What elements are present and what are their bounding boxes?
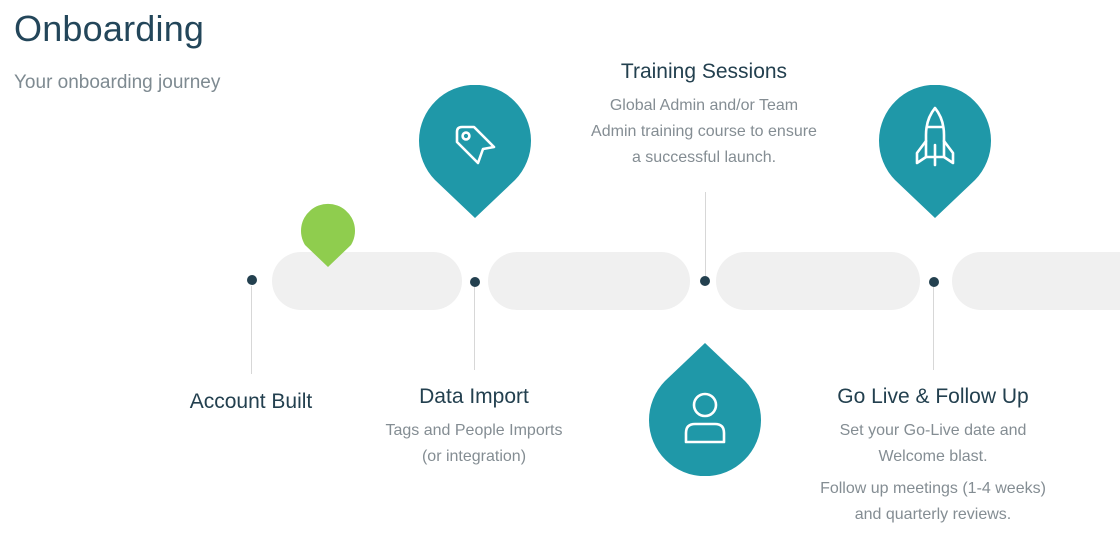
timeline-segment: [272, 252, 462, 310]
desc-line: (or integration): [421, 448, 527, 465]
desc-line: Admin training course to ensure: [591, 123, 817, 140]
desc-line: Follow up meetings (1-4 weeks): [820, 480, 1046, 497]
step-title-go-live: Go Live & Follow Up: [837, 385, 1029, 408]
page-subtitle: Your onboarding journey: [14, 72, 221, 93]
timeline-segment: [952, 252, 1120, 310]
milestone-dot: [700, 276, 710, 286]
step-title-training-sessions: Training Sessions: [620, 60, 788, 83]
go-live-pin: [879, 85, 991, 219]
timeline-segment: [488, 252, 690, 310]
step-title-account-built: Account Built: [189, 390, 313, 413]
milestone-dot: [247, 275, 257, 285]
connector-line: [474, 286, 475, 370]
desc-line: and quarterly reviews.: [854, 506, 1012, 523]
training-sessions-pin: [649, 342, 761, 476]
step-desc-training-sessions: Global Admin and/or Team Admin training …: [554, 93, 854, 171]
desc-line: Tags and People Imports: [385, 422, 563, 439]
user-icon: [684, 392, 726, 444]
step-desc-data-import: Tags and People Imports (or integration): [344, 418, 604, 470]
timeline-segment: [716, 252, 920, 310]
connector-line: [933, 286, 934, 370]
rocket-icon: [915, 106, 955, 167]
tag-icon: [455, 125, 496, 165]
step-title-data-import: Data Import: [419, 385, 529, 408]
step-desc-go-live: Set your Go-Live date and Welcome blast.…: [793, 418, 1073, 528]
desc-line: Set your Go-Live date and: [839, 422, 1027, 439]
connector-line: [705, 192, 706, 276]
page-title: Onboarding: [14, 8, 205, 49]
account-built-pin: [300, 202, 356, 268]
desc-line: Global Admin and/or Team: [609, 97, 799, 114]
desc-line: a successful launch.: [631, 149, 777, 166]
data-import-pin: [419, 85, 531, 219]
connector-line: [251, 286, 252, 374]
milestone-dot: [929, 277, 939, 287]
milestone-dot: [470, 277, 480, 287]
desc-line: Welcome blast.: [878, 448, 988, 465]
